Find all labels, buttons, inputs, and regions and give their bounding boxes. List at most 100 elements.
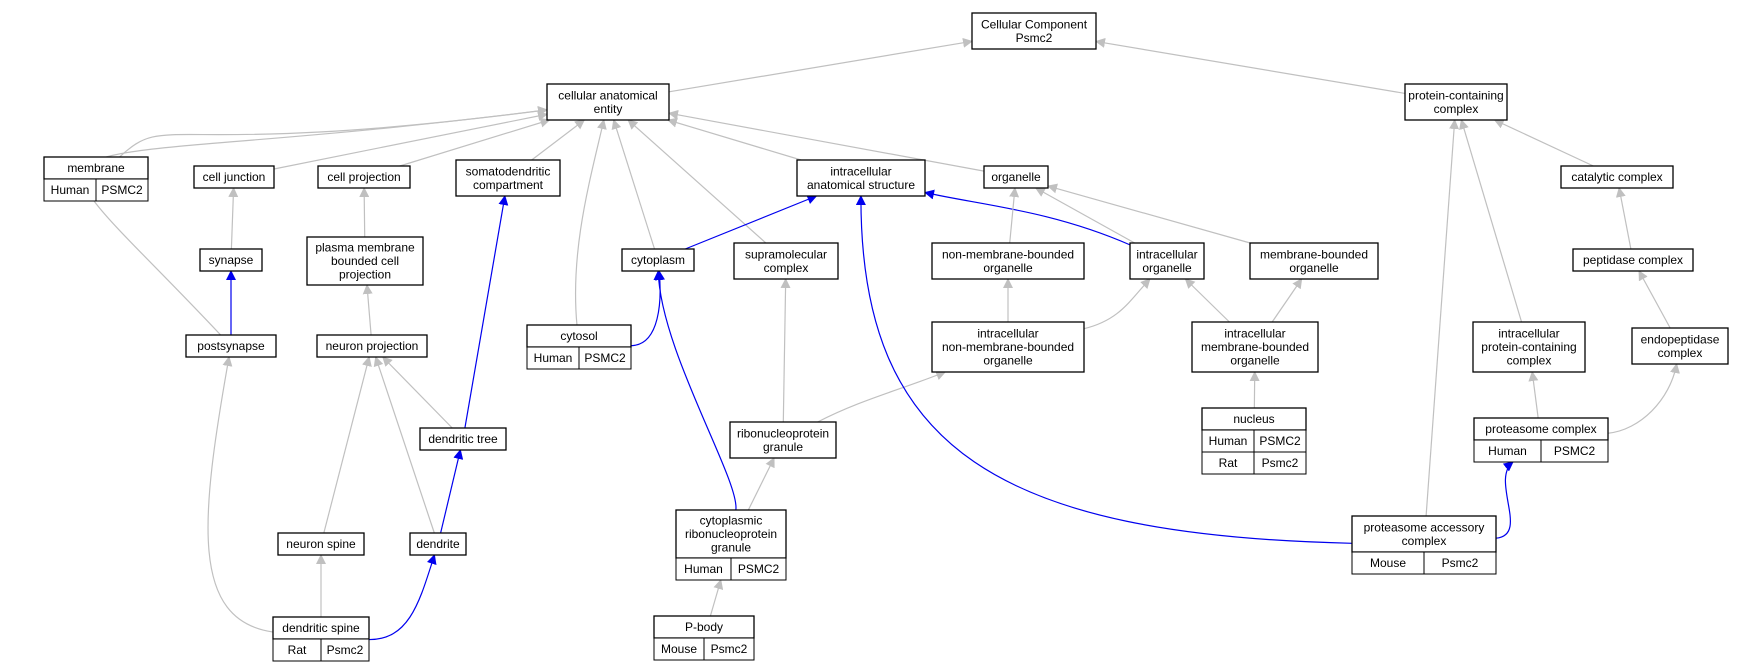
edge-supramolecular-complex-to-cellular-anatomical-entity <box>627 119 767 244</box>
edge-neuron-projection-to-plasma-membrane-bounded-cell-projection <box>362 284 373 336</box>
node-box <box>455 159 561 197</box>
edge-cytoplasmic-ribonucleoprotein-granule-to-ribonucleoprotein-granule <box>747 457 775 511</box>
node-box <box>409 532 467 556</box>
node-label-line: cellular anatomical <box>558 88 657 102</box>
edge-cytoplasm-to-cellular-anatomical-entity <box>611 119 656 250</box>
gene-cell <box>703 637 755 661</box>
node-label-line: nucleus <box>1233 412 1274 426</box>
node-box <box>317 165 411 189</box>
node-neuron-projection[interactable]: neuron projection <box>316 334 428 358</box>
node-box <box>546 83 670 121</box>
edge-dendritic-spine-to-postsynapse <box>207 356 274 633</box>
species-label: Mouse <box>661 642 697 656</box>
node-label-line: neuron spine <box>286 537 356 551</box>
node-label-line: somatodendritic <box>466 164 551 178</box>
gene-cell <box>1253 451 1307 475</box>
node-label-line: P-body <box>685 620 723 634</box>
node-postsynapse[interactable]: postsynapse <box>185 334 277 358</box>
node-label-line: entity <box>594 102 623 116</box>
node-label-line: intracellular <box>1498 327 1559 341</box>
edge-dendrite-to-dendritic-tree <box>440 449 464 534</box>
node-cytoplasm[interactable]: cytoplasm <box>621 248 695 272</box>
gene-label: Psmc2 <box>711 642 748 656</box>
node-box <box>306 236 424 286</box>
edge-intracellular-membrane-bounded-organelle-to-intracellular-organelle <box>1184 278 1230 323</box>
species-badge: Mouse Psmc2 <box>653 637 755 661</box>
species-label: Rat <box>288 643 307 657</box>
node-box <box>193 165 275 189</box>
node-box <box>1191 321 1319 373</box>
node-box <box>1129 242 1205 280</box>
node-peptidase-complex[interactable]: peptidase complex <box>1572 248 1694 272</box>
node-cell-projection[interactable]: cell projection <box>317 165 411 189</box>
node-label-line: complex <box>1507 354 1552 368</box>
gene-label: Psmc2 <box>1442 556 1479 570</box>
edge-proteasome-accessory-complex-to-proteasome-complex <box>1495 461 1514 539</box>
edge-cellular-anatomical-entity-to-cellular-component <box>668 37 973 93</box>
node-synapse[interactable]: synapse <box>199 248 263 272</box>
node-label-line: synapse <box>209 253 254 267</box>
gene-label: PSMC2 <box>1259 434 1301 448</box>
gene-label: PSMC2 <box>738 562 780 576</box>
edge-membrane-bounded-organelle-to-organelle <box>1047 183 1251 244</box>
node-organelle[interactable]: organelle <box>983 165 1049 189</box>
node-box <box>931 321 1085 373</box>
node-neuron-spine[interactable]: neuron spine <box>277 532 365 556</box>
edge-p-body-to-cytoplasmic-ribonucleoprotein-granule <box>709 579 724 617</box>
node-label-line: complex <box>1434 102 1479 116</box>
species-label: Human <box>534 351 573 365</box>
node-label-line: organelle <box>991 170 1041 184</box>
node-label-line: protein-containing <box>1481 340 1576 354</box>
node-label-line: organelle <box>983 261 1033 275</box>
node-label-line: organelle <box>983 354 1033 368</box>
node-label-line: dendritic tree <box>428 432 498 446</box>
node-dendrite[interactable]: dendrite <box>409 532 467 556</box>
node-label-line: dendrite <box>416 537 460 551</box>
node-box <box>1404 83 1508 121</box>
node-intracellular-non-membrane-bounded-organelle[interactable]: intracellularnon-membrane-boundedorganel… <box>931 321 1085 373</box>
node-label-line: membrane <box>67 161 125 175</box>
gene-cell <box>578 346 632 370</box>
edge-intracellular-protein-containing-complex-to-protein-containing-complex <box>1459 119 1523 323</box>
node-label-line: intracellular <box>830 164 891 178</box>
node-label-line: cell junction <box>203 170 266 184</box>
node-box <box>1631 327 1729 365</box>
node-catalytic-complex[interactable]: catalytic complex <box>1560 165 1674 189</box>
edge-cytosol-to-cytoplasm <box>630 270 665 347</box>
node-label-line: dendritic spine <box>282 621 360 635</box>
gene-label: Psmc2 <box>1262 456 1299 470</box>
gene-cell <box>1540 439 1609 463</box>
edge-intracellular-membrane-bounded-organelle-to-membrane-bounded-organelle <box>1271 278 1303 323</box>
edge-non-membrane-bounded-organelle-to-organelle <box>1009 187 1020 244</box>
node-dendritic-tree[interactable]: dendritic tree <box>419 427 507 451</box>
node-label-line: non-membrane-bounded <box>942 247 1074 261</box>
node-cell-junction[interactable]: cell junction <box>193 165 275 189</box>
node-label-line: cytoplasmic <box>700 514 763 528</box>
edge-cell-junction-to-cellular-anatomical-entity <box>273 111 548 170</box>
node-cytoplasmic-ribonucleoprotein-granule[interactable]: cytoplasmicribonucleoproteingranuleHuman… <box>675 509 787 581</box>
